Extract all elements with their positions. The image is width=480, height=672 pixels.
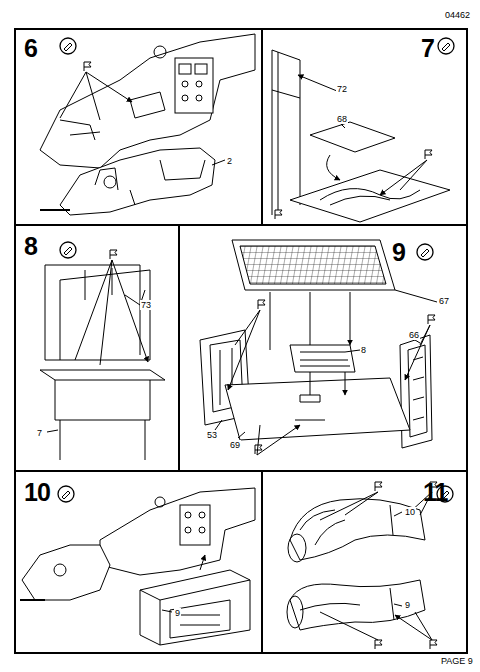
part-number: 67 — [438, 296, 450, 306]
part-number: 2 — [226, 156, 233, 166]
part-number: 72 — [336, 84, 348, 94]
part-number: 66 — [408, 330, 420, 340]
part-number: 73 — [140, 300, 152, 310]
page-note: 04462 — [444, 10, 471, 20]
page-note: PAGE 9 — [440, 656, 474, 666]
part-number: 68 — [336, 114, 348, 124]
step-number: 8 — [24, 234, 37, 259]
step-number: 9 — [392, 240, 405, 265]
step-panel: 7 — [261, 28, 468, 226]
part-number: 53 — [206, 430, 218, 440]
step-panel: 10 — [14, 470, 263, 654]
step-number: 6 — [24, 36, 37, 61]
part-number: 8 — [360, 345, 367, 355]
step-panel: 6 — [14, 28, 263, 226]
part-number: 69 — [229, 440, 241, 450]
part-number: 7 — [36, 428, 43, 438]
part-number: 10 — [404, 507, 416, 517]
part-number: 9 — [404, 600, 411, 610]
step-number: 7 — [421, 36, 434, 61]
step-number: 11 — [423, 480, 447, 505]
step-number: 10 — [24, 480, 50, 505]
step-panel: 11 — [261, 470, 468, 654]
step-panel: 9 — [178, 224, 468, 472]
part-number: 9 — [174, 608, 181, 618]
